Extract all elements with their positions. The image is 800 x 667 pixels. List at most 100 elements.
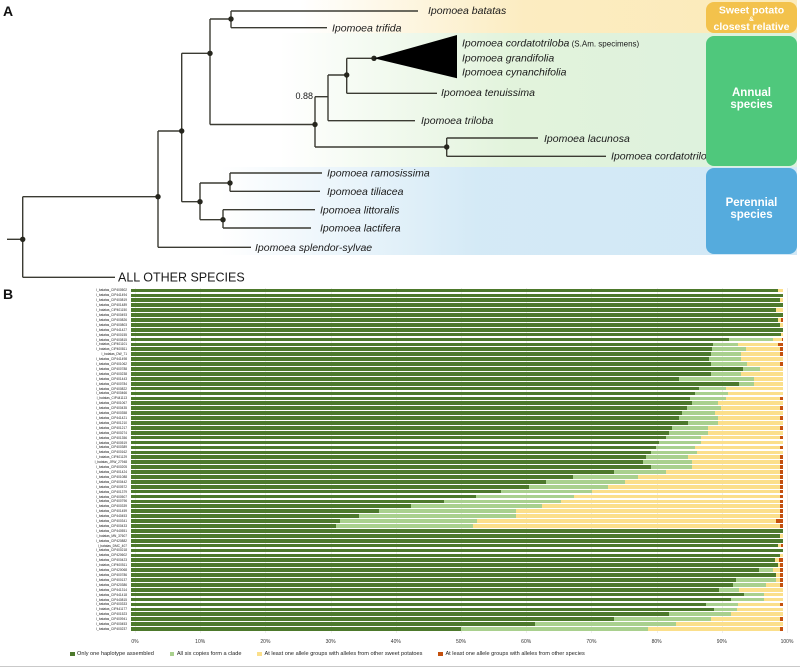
bar-segment xyxy=(714,411,783,415)
bar-segment xyxy=(131,313,783,317)
x-axis-tick: 80% xyxy=(651,639,662,645)
bar-segment xyxy=(778,288,783,293)
sample-row: I_batatas_CIP440551 xyxy=(0,528,800,533)
bar-segment xyxy=(131,514,360,518)
bar-segment xyxy=(779,362,783,366)
bar-segment xyxy=(515,514,780,518)
sample-label: I_batatas_DMC_407 xyxy=(97,543,127,548)
taxon-label: Ipomoea cordatotriloba (S.Am. specimens) xyxy=(462,37,640,49)
category-label: Annual xyxy=(732,87,771,99)
bar-segment xyxy=(732,582,767,587)
sample-row: I_batatas_CIP441418 xyxy=(0,592,800,597)
category-label: Perennial xyxy=(726,197,778,209)
bar-segment xyxy=(131,627,461,631)
sample-row: I_batatas_CIP420068 xyxy=(0,568,800,573)
sample-label: I_batatas_CIP401459 xyxy=(96,509,127,514)
sample-row: I_batatas_CIP400162 xyxy=(0,450,800,455)
sample-row: I_batatas_CIP401062 xyxy=(0,362,800,367)
bar-segment xyxy=(738,342,778,347)
bar-segment xyxy=(131,568,759,572)
x-axis-tick: 0% xyxy=(131,639,139,645)
bar-segment xyxy=(779,406,783,411)
x-axis-tick: 10% xyxy=(195,639,206,645)
bar-segment xyxy=(131,430,669,435)
bar-segment xyxy=(701,440,783,445)
bar-segment xyxy=(779,470,783,474)
bar-segment xyxy=(779,479,783,484)
bar-segment xyxy=(535,622,677,626)
bar-segment xyxy=(779,445,783,450)
category-box xyxy=(706,168,797,254)
bar-segment xyxy=(131,494,476,499)
stacked-bar xyxy=(131,563,783,568)
bar-segment xyxy=(779,524,783,528)
stacked-bar xyxy=(131,386,783,391)
stacked-bar xyxy=(131,543,783,548)
bar-segment xyxy=(780,563,783,568)
sample-row: I_batatas_CIP400803 xyxy=(0,322,800,327)
sample-label: I_batatas_CIP400442 xyxy=(96,479,127,484)
bar-segment xyxy=(780,568,783,572)
bar-segment xyxy=(711,372,741,376)
sample-row: I_batatas_CIP400811 xyxy=(0,347,800,352)
sample-row: I_batatas_CIP400572 xyxy=(0,484,800,489)
sample-row: I_batatas_CIP441314 xyxy=(0,587,800,592)
sample-row: I_batatas_CIP400826 xyxy=(0,317,800,322)
bar-segment xyxy=(359,514,516,518)
legend-swatch xyxy=(438,651,443,657)
stacked-bar xyxy=(131,592,783,597)
bar-segment xyxy=(131,533,780,538)
bar-segment xyxy=(739,381,754,386)
sample-row: I_batatas_CIP441177 xyxy=(0,607,800,612)
bar-segment xyxy=(476,519,777,523)
bar-segment xyxy=(335,524,474,528)
taxon-label: Ipomoea tiliacea xyxy=(327,186,404,198)
bar-segment xyxy=(131,489,501,494)
bar-segment xyxy=(541,504,780,509)
legend-swatch xyxy=(70,651,75,657)
sample-row: I_batatas_CIP400519 xyxy=(0,440,800,445)
bar-segment xyxy=(131,322,780,327)
sample-label: I_batatas_CIP400333 xyxy=(96,602,127,607)
sample-row: I_batatas_CIP420386 xyxy=(0,582,800,587)
bar-segment xyxy=(614,470,667,474)
bar-segment xyxy=(131,592,744,597)
bar-segment xyxy=(688,421,718,425)
bar-segment xyxy=(624,479,780,484)
stacked-bar xyxy=(131,627,783,631)
bar-segment xyxy=(131,352,711,357)
sample-label: I_batatas_CIP401067 xyxy=(96,401,127,406)
sample-label: I_batatas_CIP401379 xyxy=(96,489,127,494)
bar-segment xyxy=(709,357,741,361)
category-label: Sweet potato xyxy=(719,5,784,17)
bar-segment xyxy=(659,440,702,445)
sample-row: I_batatas_CIP401424 xyxy=(0,470,800,475)
legend-label: At least one allele groups with alleles … xyxy=(445,651,585,657)
sample-row: I_batatas_JRW_27948 xyxy=(0,460,800,465)
stacked-bar xyxy=(131,573,783,577)
bar-segment xyxy=(717,401,783,406)
bar-segment xyxy=(779,396,783,401)
bar-segment xyxy=(131,509,379,514)
tree-node-dots xyxy=(20,16,450,242)
sample-label: I_batatas_CIP400274 xyxy=(96,430,127,435)
category-label: species xyxy=(730,99,772,111)
sample-label: I_batatas_CIP400466 xyxy=(96,391,127,396)
bar-segment xyxy=(779,514,783,518)
sample-row: I_batatas_CIP400238 xyxy=(0,371,800,376)
bar-segment xyxy=(736,578,776,582)
bar-segment xyxy=(131,416,679,420)
bar-segment xyxy=(378,509,516,514)
sample-label: I_batatas_CIP400502 xyxy=(96,288,127,293)
stacked-bar xyxy=(131,499,783,504)
sample-row: I_batatas_CIP400137 xyxy=(0,577,800,582)
gridline xyxy=(787,288,788,633)
sample-label: I_batatas_CIP400137 xyxy=(96,577,127,582)
sample-label: I_batatas_CIP400155 xyxy=(96,332,127,337)
bar-segment xyxy=(776,519,783,523)
bar-segment xyxy=(780,553,783,558)
bar-segment xyxy=(688,455,780,460)
sample-row: I_batatas_CIP441421 xyxy=(0,416,800,421)
